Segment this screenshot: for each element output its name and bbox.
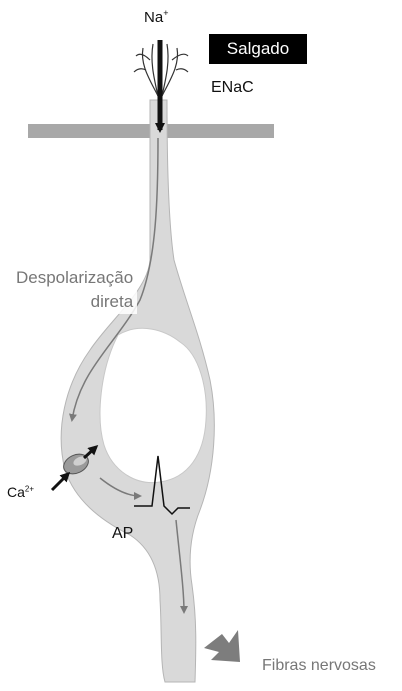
- cell-nucleus: [100, 328, 206, 482]
- action-potential-label: AP: [112, 525, 133, 543]
- salty-stimulus-badge: Salgado: [209, 34, 307, 64]
- direct-depolarization-label: Despolarização direta: [12, 266, 137, 314]
- calcium-ion-label: Ca2+: [7, 484, 34, 500]
- nerve-fibers-label: Fibras nervosas: [262, 657, 376, 675]
- nerve-output-arrow-icon: [204, 630, 240, 662]
- calcium-influx-arrow-in: [52, 474, 68, 490]
- sodium-ion-label: Na+: [144, 8, 168, 26]
- enac-channel-label: ENaC: [211, 79, 254, 97]
